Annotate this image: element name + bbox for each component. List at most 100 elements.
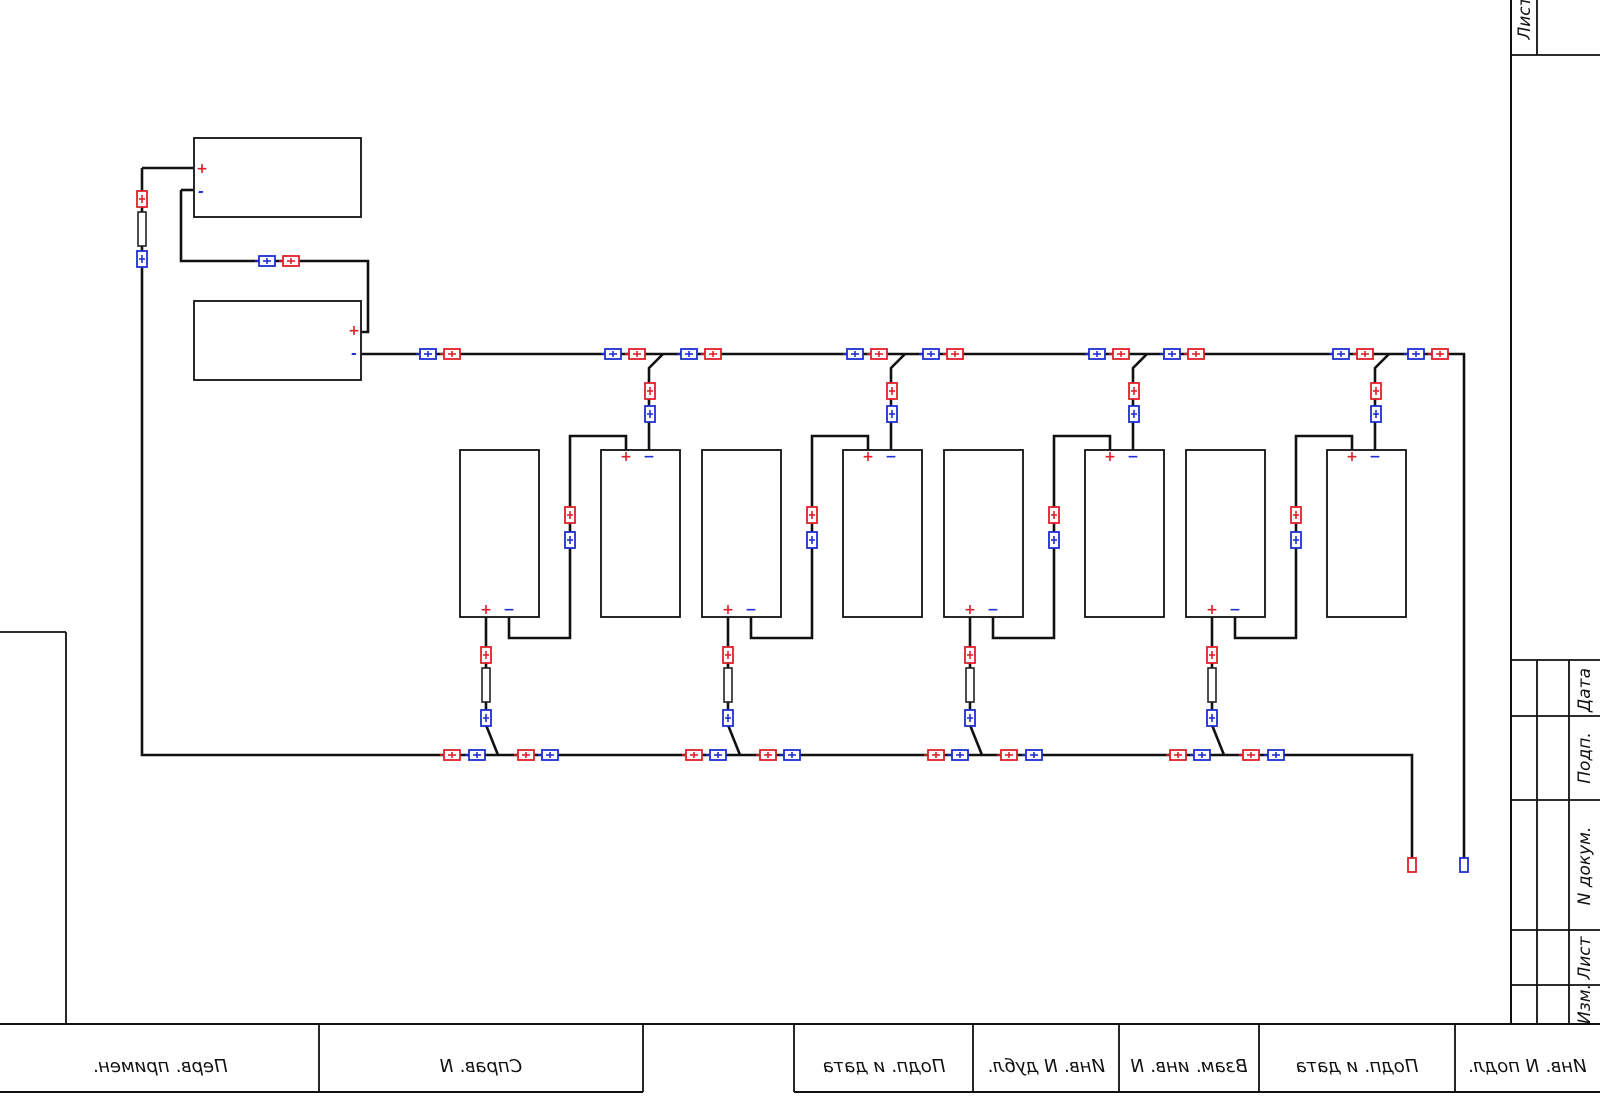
bottom-title-label: Инв. N подл.	[1468, 1056, 1587, 1077]
module-3-plus: +	[722, 602, 734, 618]
lower-module-5	[943, 449, 1024, 618]
lead-connector-positive	[136, 190, 148, 208]
upper-battery-1	[193, 137, 362, 218]
bus-connector-negative	[465, 749, 486, 761]
drop-connector-positive	[644, 382, 656, 400]
bottom-title-label: Инв. N дубл.	[987, 1056, 1105, 1077]
series-connector-negative	[1290, 531, 1302, 549]
bus-connector-positive	[867, 348, 888, 360]
upper-battery-2-plus: +	[348, 323, 360, 339]
bus-connector-positive	[1428, 348, 1449, 360]
module-2-minus: −	[643, 449, 655, 465]
bottom-drop-connector-negative	[964, 709, 976, 727]
bus-connector-negative	[1085, 348, 1106, 360]
drop-connector-positive	[886, 382, 898, 400]
bus-connector-negative	[1404, 348, 1425, 360]
series-connector-positive	[1290, 506, 1302, 524]
series-connector-positive	[806, 506, 818, 524]
bus-connector-positive	[924, 749, 945, 761]
lower-module-3	[701, 449, 782, 618]
series-connector-negative	[564, 531, 576, 549]
module-4-plus: +	[862, 449, 874, 465]
bus-connector-positive	[440, 348, 461, 360]
title-label: Дата	[1575, 668, 1595, 713]
bottom-title-label: Подп. и дата	[1296, 1056, 1419, 1077]
bus-connector-negative	[780, 749, 801, 761]
bus-connector-negative	[1264, 749, 1285, 761]
bus-connector-negative	[1190, 749, 1211, 761]
bus-connector-negative	[843, 348, 864, 360]
drop-connector-negative	[1370, 405, 1382, 423]
battery-units: +-+-+−+−+−+−+−+−+−+−	[193, 137, 1407, 618]
output-terminal-negative	[1459, 857, 1469, 873]
lower-module-8	[1326, 449, 1407, 618]
lower-module-1	[459, 449, 540, 618]
bottom-drop-connector-positive	[964, 646, 976, 664]
inline-plug	[965, 667, 975, 703]
title-label: Подп.	[1575, 732, 1595, 783]
module-1-plus: +	[480, 602, 492, 618]
drop-connector-negative	[644, 405, 656, 423]
title-label: Изм.	[1575, 984, 1595, 1024]
output-terminal-positive	[1407, 857, 1417, 873]
bus-connector-positive	[943, 348, 964, 360]
bus-connector-negative	[1160, 348, 1181, 360]
bottom-title-label: Справ. N	[440, 1056, 522, 1077]
lead-inline-plug	[137, 211, 147, 247]
bus-connector-positive	[701, 348, 722, 360]
positive-bus	[362, 352, 1466, 867]
module-7-plus: +	[1206, 602, 1218, 618]
drop-connector-positive	[1370, 382, 1382, 400]
series-connector-negative	[1048, 531, 1060, 549]
bus-connector-positive	[1239, 749, 1260, 761]
lead-connector-negative	[136, 250, 148, 268]
bus-connector-negative	[919, 348, 940, 360]
module-6-plus: +	[1104, 449, 1116, 465]
drop-connector-negative	[1128, 405, 1140, 423]
bus-connector-positive	[1353, 348, 1374, 360]
module-to-pos-bus	[647, 353, 664, 451]
module-to-pos-bus	[1131, 353, 1148, 451]
series-connector-positive	[1048, 506, 1060, 524]
module-4-minus: −	[885, 449, 897, 465]
bus-connector-negative	[1022, 749, 1043, 761]
bus-connector-positive	[997, 749, 1018, 761]
title-label: N докум.	[1575, 827, 1595, 906]
title-label: Лист	[1575, 935, 1595, 980]
bottom-title-label: Взам. инв. N	[1131, 1056, 1248, 1077]
module-to-pos-bus	[889, 353, 906, 451]
series-connector-positive	[564, 506, 576, 524]
module-7-minus: −	[1229, 602, 1241, 618]
bottom-drop-connector-positive	[722, 646, 734, 664]
negative-bus	[140, 168, 1414, 867]
connector-set	[136, 190, 1469, 873]
bus-connector-positive	[1166, 749, 1187, 761]
module-to-pos-bus	[1373, 353, 1390, 451]
bus-connector-negative	[538, 749, 559, 761]
lower-module-2	[600, 449, 681, 618]
module-6-minus: −	[1127, 449, 1139, 465]
drop-connector-positive	[1128, 382, 1140, 400]
bus-connector-negative	[416, 348, 437, 360]
bottom-drop-connector-positive	[480, 646, 492, 664]
module-2-plus: +	[620, 449, 632, 465]
module-3-minus: −	[745, 602, 757, 618]
interlink-connector-negative	[255, 255, 276, 267]
series-connector-negative	[806, 531, 818, 549]
module-1-minus: −	[503, 602, 515, 618]
upper-battery-2-minus: -	[351, 346, 357, 362]
upper-interlink	[179, 190, 370, 334]
lower-module-6	[1084, 449, 1165, 618]
bus-connector-negative	[677, 348, 698, 360]
drop-connector-negative	[886, 405, 898, 423]
lower-module-4	[842, 449, 923, 618]
bus-connector-positive	[625, 348, 646, 360]
bottom-drop-connector-negative	[480, 709, 492, 727]
bus-connector-negative	[948, 749, 969, 761]
module-8-plus: +	[1346, 449, 1358, 465]
module-5-minus: −	[987, 602, 999, 618]
module-5-plus: +	[964, 602, 976, 618]
inline-plug	[1207, 667, 1217, 703]
